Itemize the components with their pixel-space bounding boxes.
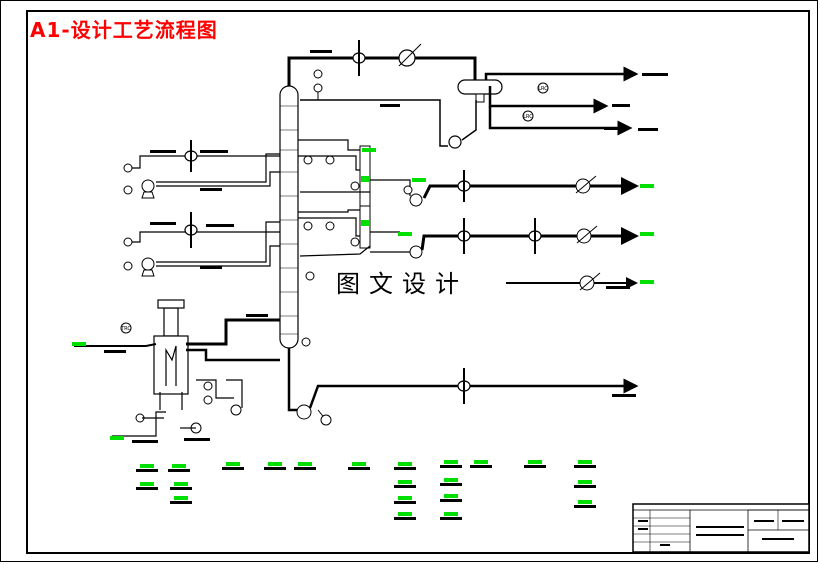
- stream-tag: [268, 462, 282, 466]
- stream-tag-underline: [170, 501, 192, 504]
- stream-tag-underline: [524, 465, 546, 468]
- watermark: 图文设计: [336, 270, 468, 298]
- stream-tag: [140, 464, 154, 468]
- stream-tag: [640, 184, 654, 188]
- stream-tag: [398, 496, 412, 500]
- product-line-lower-cooler: [576, 225, 598, 244]
- title-block: [632, 503, 810, 553]
- stream-tag: [528, 460, 542, 464]
- product-line-third-cooler: [579, 272, 601, 291]
- stream-tag-underline: [348, 467, 370, 470]
- stream-tag-underline: [136, 487, 158, 490]
- stream-tag: [640, 232, 654, 236]
- product-line-upper-pump: [403, 185, 423, 207]
- product-line-lower-valve-a: [457, 218, 471, 254]
- stream-tag: [174, 482, 188, 486]
- stream-tag: [412, 178, 426, 182]
- stream-tag: [578, 460, 592, 464]
- stream-tag: [398, 480, 412, 484]
- distillation-column: [279, 85, 299, 349]
- stream-tag: [578, 500, 592, 504]
- stream-tag-underline: [440, 517, 462, 520]
- stream-tag-underline: [394, 501, 416, 504]
- pump-around-lower-pump: [123, 237, 155, 277]
- stream-tag-underline: [136, 469, 158, 472]
- reflux-drum-gauge-label: LRC: [538, 86, 548, 92]
- stream-tag: [174, 496, 188, 500]
- stripper-connections: [298, 139, 371, 257]
- product-line-upper-valve: [457, 170, 471, 202]
- stream-labels: [104, 50, 668, 443]
- drawing-title: A1-设计工艺流程图: [30, 18, 218, 42]
- stream-tag: [444, 478, 458, 482]
- furnace-fuel-lines: [112, 411, 196, 437]
- pump-around-upper: [128, 153, 280, 187]
- pump-around-upper-pump: [123, 163, 155, 199]
- stream-tag: [398, 462, 412, 466]
- stream-tag: [362, 148, 376, 152]
- reflux-pump: [448, 135, 462, 149]
- heating-furnace: [153, 299, 189, 410]
- stream-tag: [640, 280, 654, 284]
- stream-tag-underline: [574, 505, 596, 508]
- stream-tag-underline: [440, 465, 462, 468]
- column-top-instruments: [301, 69, 335, 347]
- overhead-line: [287, 56, 477, 86]
- stream-tag: [226, 462, 240, 466]
- reflux-drum: [457, 79, 503, 103]
- stream-tag-underline: [440, 483, 462, 486]
- stream-tag-underline: [470, 465, 492, 468]
- stream-tag: [352, 462, 366, 466]
- stream-tag: [444, 512, 458, 516]
- reflux-drum-gauge: LRC: [537, 82, 549, 94]
- bottoms-valve: [457, 368, 471, 404]
- reflux-pump-gauge-label: LRC: [523, 114, 533, 120]
- stream-tag: [474, 460, 488, 464]
- stream-tag: [140, 482, 154, 486]
- stream-tag-underline: [394, 517, 416, 520]
- product-line-lower-pump: [409, 245, 423, 259]
- stream-tag-underline: [440, 499, 462, 502]
- condenser-symbol: [398, 43, 422, 67]
- product-line-lower: [370, 227, 639, 253]
- overhead-valve: [352, 40, 366, 76]
- stream-tag: [444, 494, 458, 498]
- bottoms-pump: [296, 404, 332, 426]
- stream-tag-underline: [264, 467, 286, 470]
- furnace-instruments: [120, 322, 242, 434]
- stream-tags: [72, 148, 654, 520]
- reflux-pump-gauge: LRC: [522, 110, 534, 122]
- product-line-lower-valve-b: [528, 218, 542, 254]
- furnace-feed-line: [74, 318, 280, 408]
- stream-tag-underline: [574, 485, 596, 488]
- stream-tag: [172, 464, 186, 468]
- stream-tag-underline: [394, 485, 416, 488]
- stream-tag: [398, 232, 412, 236]
- stream-tag: [110, 436, 124, 440]
- stream-tag: [72, 342, 86, 346]
- stream-tag: [398, 512, 412, 516]
- drawing-inner-border: [26, 10, 810, 554]
- reflux-drum-lines: [300, 66, 639, 147]
- side-stripper-lower: [359, 205, 371, 249]
- stream-tag-underline: [294, 467, 316, 470]
- stream-tag-underline: [168, 469, 190, 472]
- furnace-gauge-label: TRC: [120, 326, 131, 332]
- pump-around-upper-exchanger: [184, 140, 198, 172]
- product-line-upper-cooler: [575, 175, 597, 194]
- stripper-instruments: [350, 181, 360, 247]
- stream-tag: [578, 480, 592, 484]
- pump-around-lower-exchanger: [184, 212, 198, 248]
- stream-tag: [298, 462, 312, 466]
- stream-tag-underline: [394, 467, 416, 470]
- stream-tag-underline: [574, 465, 596, 468]
- stream-tag: [444, 460, 458, 464]
- stream-tag-underline: [222, 467, 244, 470]
- stream-tag-underline: [170, 487, 192, 490]
